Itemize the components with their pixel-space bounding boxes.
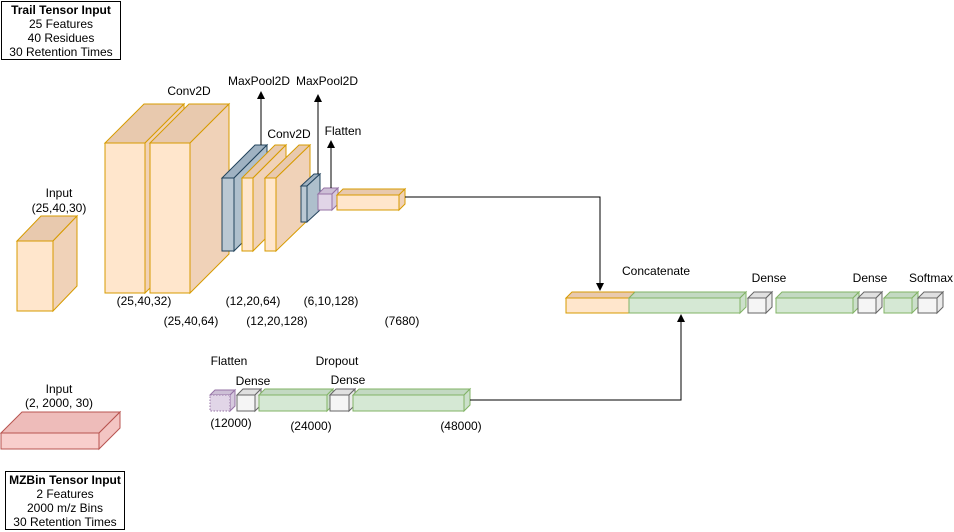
softmax-node: [916, 290, 945, 315]
concat-green-bar: [627, 290, 748, 315]
pool2-shape: (6,10,128): [304, 294, 359, 308]
mzbin-flatten-label: Flatten: [211, 354, 248, 368]
trail-box-line: 25 Features: [28, 17, 94, 31]
trail-input-shape: (25,40,30): [32, 201, 87, 215]
pool1-label: MaxPool2D: [228, 74, 290, 88]
pool1-shape: (12,20,64): [226, 294, 281, 308]
conv2d-block-1b: [148, 102, 231, 295]
head-dense-node-2: [856, 290, 884, 315]
trail-flatten-block: [316, 186, 340, 212]
mzbin-dense-label-1: Dense: [236, 374, 271, 388]
trail-tensor-info-box: Trail Tensor Input 25 Features 40 Residu…: [1, 1, 121, 60]
mzbin-dense-vector-2: [351, 387, 472, 413]
trail-flat-vector: [335, 187, 407, 212]
head-dense-vector-1: [774, 290, 861, 315]
mzbin-box-line: 2000 m/z Bins: [26, 501, 104, 515]
head-dense-vector-2: [882, 290, 920, 315]
mzbin-dense-node-2: [328, 387, 357, 413]
conv1-shape-b: (25,40,64): [164, 314, 219, 328]
trail-box-line: 30 Retention Times: [9, 45, 113, 59]
mzbin-flatten-block: [208, 388, 237, 413]
trail-box-title: Trail Tensor Input: [11, 3, 111, 17]
concat-label: Concatenate: [622, 264, 690, 278]
trail-to-concat-connector: [405, 196, 604, 291]
trail-flatten-shape: (7680): [385, 314, 420, 328]
mzbin-dense-shape-1: (24000): [290, 419, 331, 433]
concat-orange-bar: [564, 291, 637, 314]
head-dense-node-1: [746, 290, 774, 315]
mzbin-input-shape: (2, 2000, 30): [25, 396, 93, 410]
trail-input-label: Input: [46, 186, 73, 200]
trail-flatten-label: Flatten: [325, 124, 362, 138]
mzbin-dense-shape-2: (48000): [440, 419, 481, 433]
head-dense-label-2: Dense: [853, 271, 888, 285]
conv2-label: Conv2D: [267, 127, 311, 141]
mzbin-box-line: 2 Features: [36, 487, 94, 501]
mzbin-dense-node-1: [235, 387, 263, 413]
mzbin-dense-label-2: Dense: [331, 373, 366, 387]
conv2d-block-2b: [263, 143, 312, 253]
conv1-shape-a: (25,40,32): [117, 294, 172, 308]
mzbin-box-title: MZBin Tensor Input: [9, 473, 121, 487]
softmax-label: Softmax: [909, 271, 953, 285]
trail-input-block: [15, 214, 79, 313]
dropout-label: Dropout: [316, 354, 359, 368]
conv2-shape: (12,20,128): [246, 314, 307, 328]
mzbin-dense-vector-1: [257, 387, 335, 413]
trail-box-line: 40 Residues: [27, 31, 95, 45]
mzbin-tensor-info-box: MZBin Tensor Input 2 Features 2000 m/z B…: [5, 471, 125, 530]
mzbin-input-label: Input: [46, 382, 73, 396]
mzbin-input-block: [0, 410, 122, 451]
mzbin-box-line: 30 Retention Times: [13, 515, 117, 529]
conv1-label: Conv2D: [167, 84, 211, 98]
mzbin-to-concat-connector: [470, 314, 685, 401]
head-dense-label-1: Dense: [752, 271, 787, 285]
mzbin-flatten-shape: (12000): [210, 416, 251, 430]
pool2-label: MaxPool2D: [296, 74, 358, 88]
